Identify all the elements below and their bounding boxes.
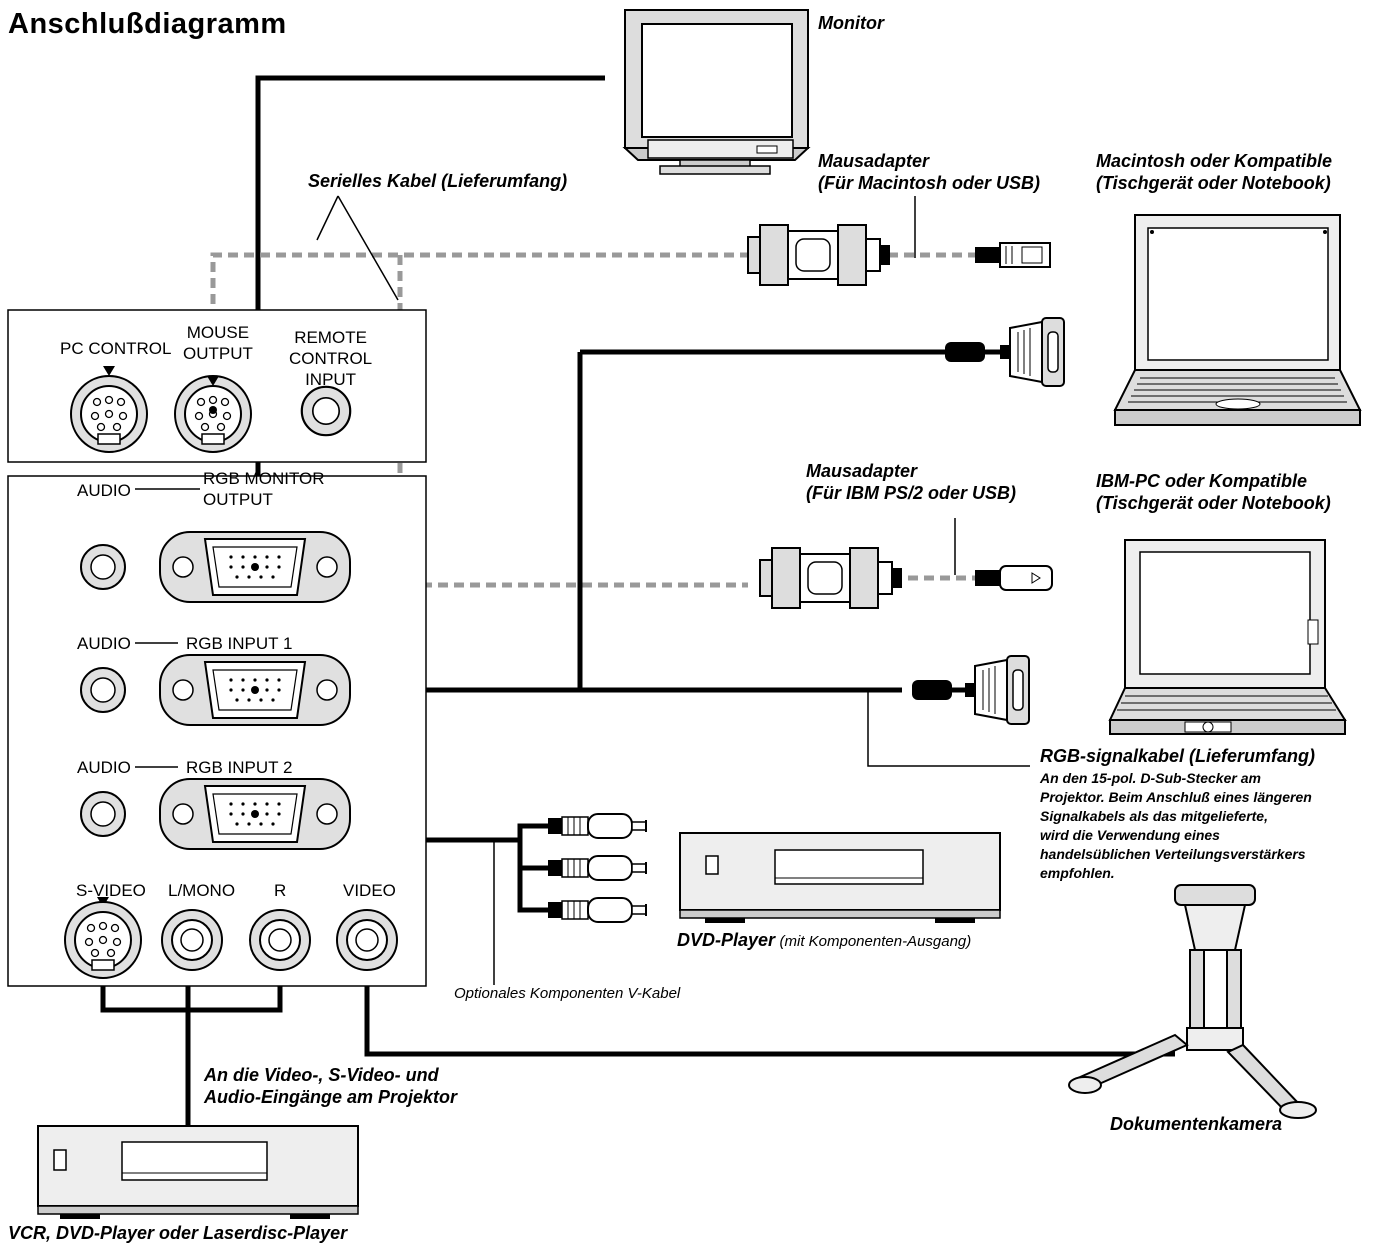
mouse-output-label: MOUSE OUTPUT (183, 323, 253, 363)
rca-plug (547, 813, 647, 839)
rgb-cable-note: An den 15-pol. D-Sub-Stecker am Projekto… (1040, 770, 1312, 881)
ferrite-core (945, 342, 985, 362)
monitor-label: Monitor (818, 13, 884, 33)
mouse-adapter-ibm (759, 547, 903, 609)
component-cable-label: Optionales Komponenten V-Kabel (454, 985, 681, 1002)
document-camera-label: Dokumentenkamera (1110, 1114, 1283, 1134)
remote-control-port (300, 385, 352, 437)
monitor-device (622, 9, 811, 175)
dvd-player-label: DVD-Player (mit Komponenten-Ausgang) (677, 930, 972, 950)
ibm-laptop (1108, 539, 1347, 735)
video-inputs-label: An die Video-, S-Video- und Audio-Eingän… (204, 1065, 458, 1107)
mouse-output-port (174, 375, 252, 453)
rgb-monitor-output-label: RGB MONITOR OUTPUT (203, 469, 325, 509)
macintosh-laptop (1113, 214, 1362, 426)
mouse-adapter-ibm-label: Mausadapter (Für IBM PS/2 oder USB) (806, 461, 1017, 503)
r-label: R (274, 881, 287, 900)
vga-plug-ibm (964, 655, 1030, 725)
audio-jack-input-2 (80, 791, 126, 837)
page-title: Anschlußdiagramm (8, 8, 287, 40)
rgb-cable-label: RGB-signalkabel (Lieferumfang) (1040, 746, 1316, 766)
mouse-adapter-mac (747, 224, 891, 286)
rgb-input-1-label: RGB INPUT 1 (186, 634, 293, 653)
rca-plug (547, 855, 647, 881)
rgb-cable-leader (867, 692, 1030, 767)
s-video-label: S-VIDEO (76, 881, 146, 900)
vcr-label: VCR, DVD-Player oder Laserdisc-Player (8, 1223, 348, 1243)
rgb-input-2-label: RGB INPUT 2 (186, 758, 293, 777)
dvd-player-device (679, 832, 1001, 923)
video-label: VIDEO (343, 881, 396, 900)
s-video-port (64, 897, 142, 979)
ibm-device-label: IBM-PC oder Kompatible (Tischgerät oder … (1096, 471, 1331, 513)
ps2-plug-ibm (975, 565, 1053, 591)
usb-plug-mac (975, 242, 1051, 268)
pc-control-port (70, 366, 148, 453)
serial-cable-label: Serielles Kabel (Lieferumfang) (308, 171, 568, 191)
serial-cable-leaders (316, 195, 956, 575)
l-mono-jack (161, 909, 223, 971)
document-camera-device (1068, 884, 1317, 1119)
ferrite-core (912, 680, 952, 700)
r-jack (249, 909, 311, 971)
pc-control-label: PC CONTROL (60, 339, 172, 358)
l-mono-label: L/MONO (168, 881, 236, 900)
audio-label: AUDIO (77, 758, 131, 777)
mac-device-label: Macintosh oder Kompatible (Tischgerät od… (1096, 151, 1333, 193)
audio-label: AUDIO (77, 634, 131, 653)
audio-label: AUDIO (77, 481, 131, 500)
rca-plug (547, 897, 647, 923)
audio-jack-monitor (80, 544, 126, 590)
audio-jack-input-1 (80, 667, 126, 713)
vga-plug-mac (999, 317, 1065, 387)
vcr-device (37, 1125, 359, 1219)
video-jack (336, 909, 398, 971)
remote-control-label: REMOTE CONTROL INPUT (289, 328, 373, 389)
mouse-adapter-mac-label: Mausadapter (Für Macintosh oder USB) (818, 151, 1041, 193)
